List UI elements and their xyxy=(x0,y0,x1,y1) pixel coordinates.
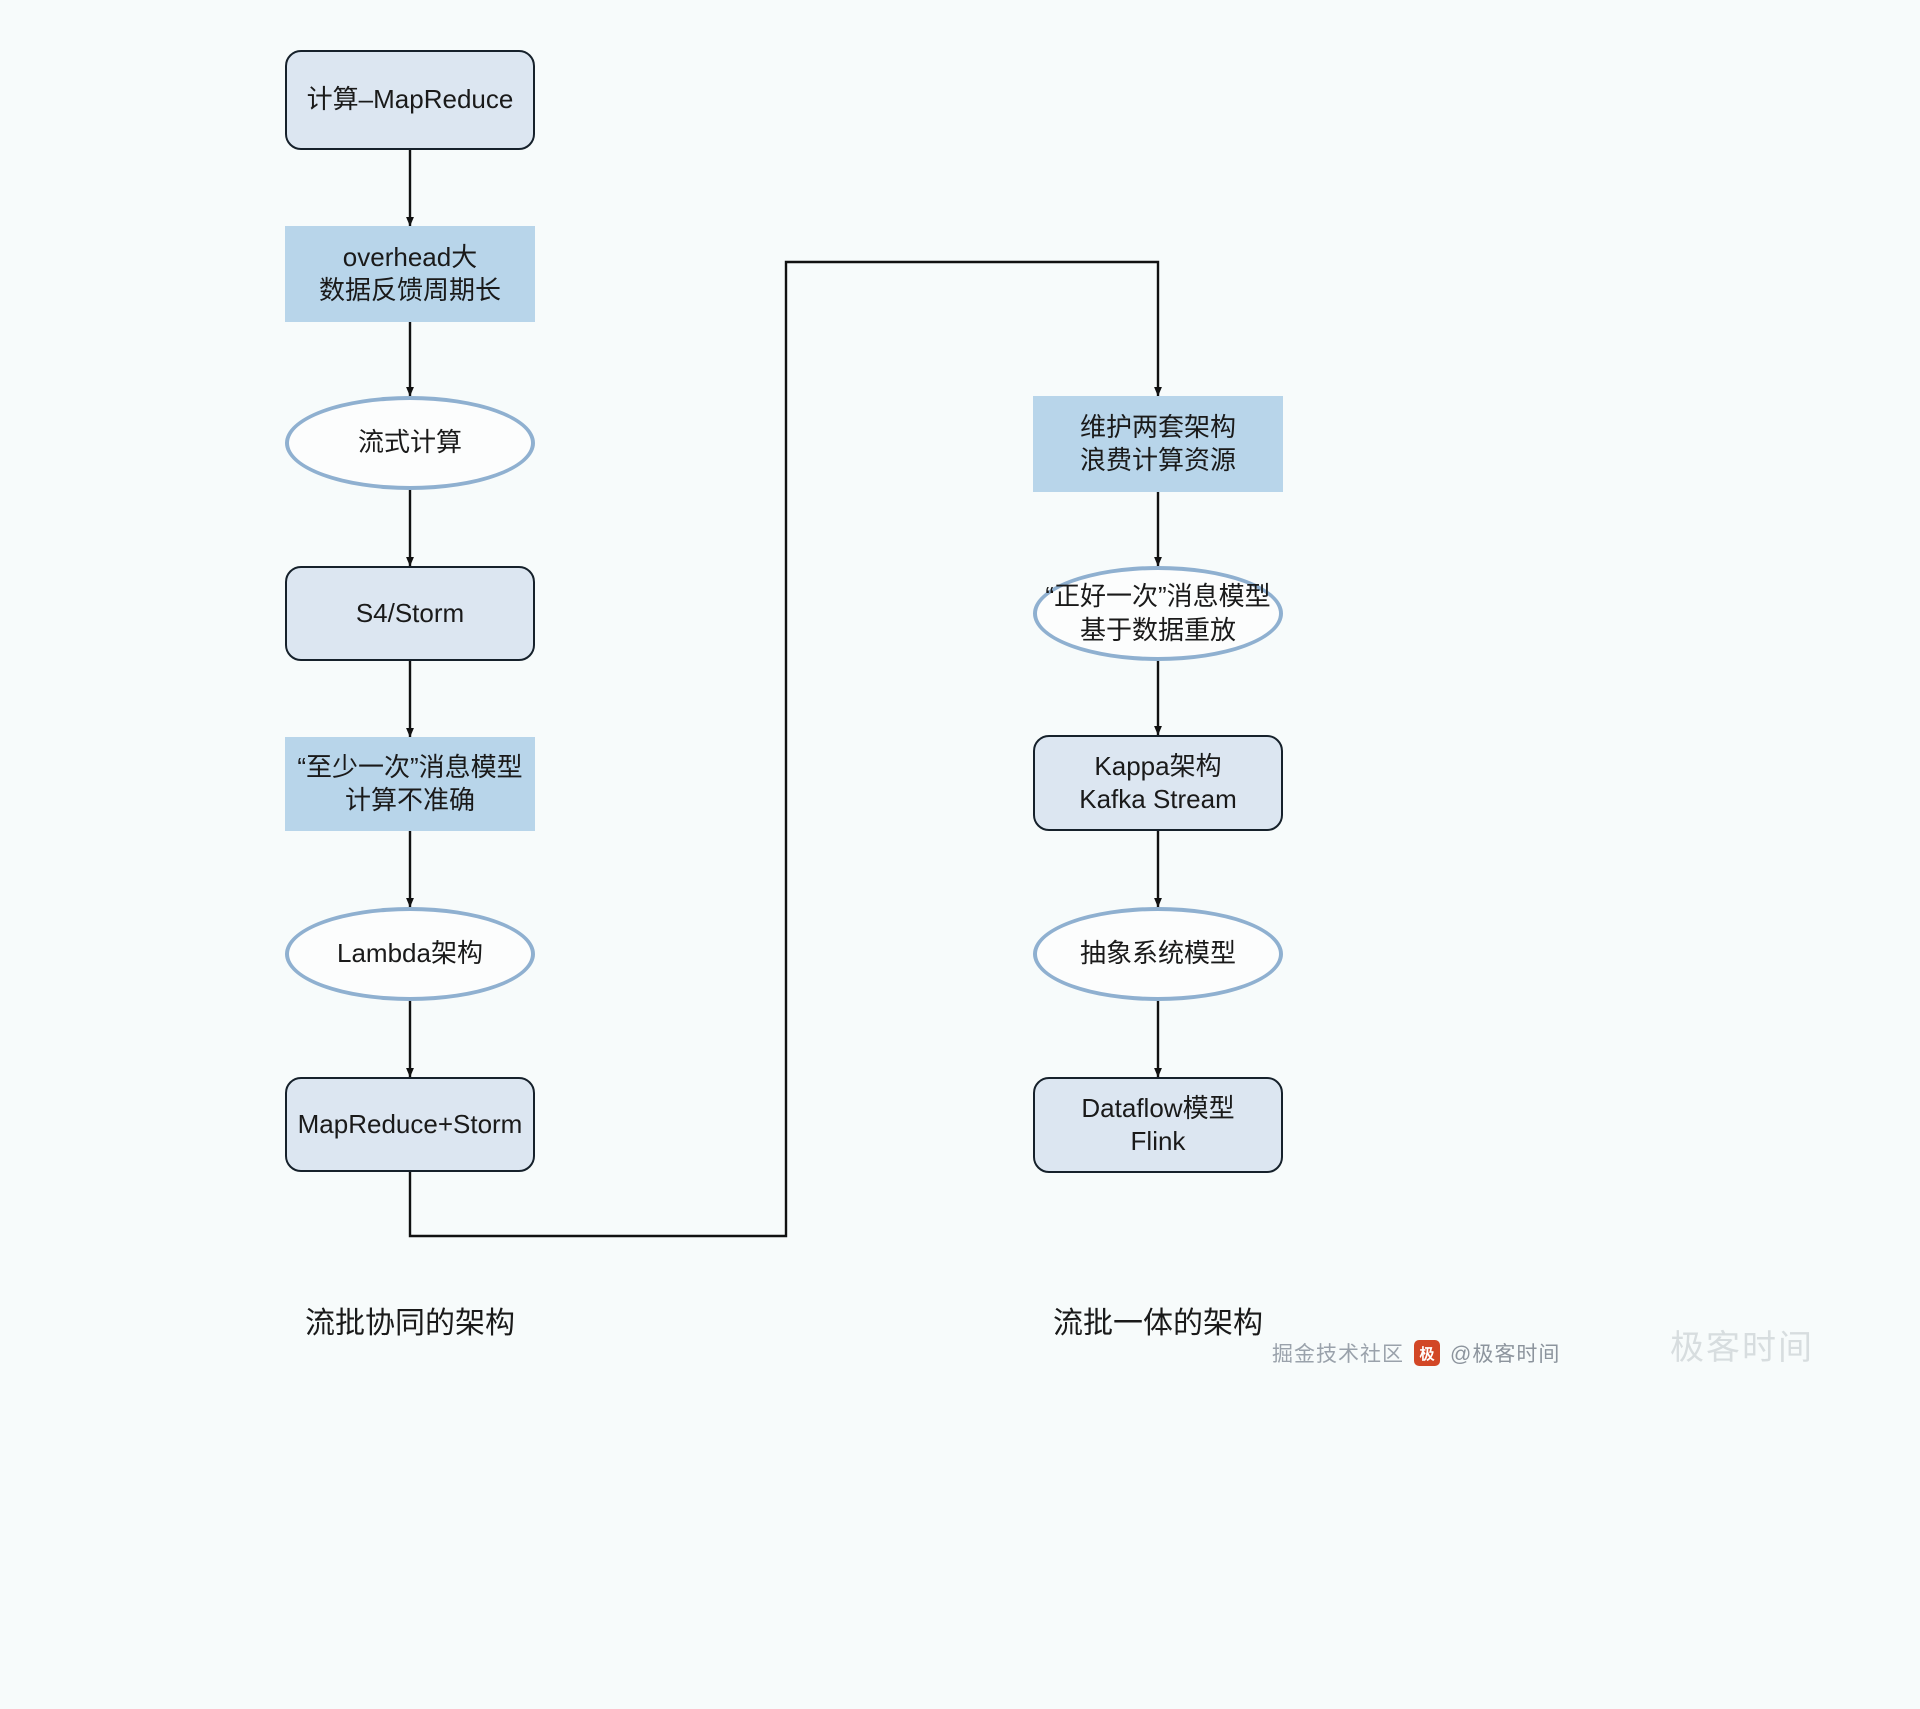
caption-left: 流批协同的架构 xyxy=(305,1307,515,1340)
node-overhead[interactable]: overhead大 数据反馈周期长 xyxy=(285,226,535,322)
node-exactly-once[interactable]: “正好一次”消息模型 基于数据重放 xyxy=(1033,566,1283,661)
watermark-site-label: 掘金技术社区 xyxy=(1272,1343,1404,1366)
node-stream-compute[interactable]: 流式计算 xyxy=(285,396,535,490)
watermark-ghost-text: 极客时间 xyxy=(1670,1329,1814,1367)
watermark-author-label: @极客时间 xyxy=(1450,1343,1561,1366)
node-lambda[interactable]: Lambda架构 xyxy=(285,907,535,1001)
node-dataflow-flink[interactable]: Dataflow模型 Flink xyxy=(1033,1077,1283,1173)
node-abstract-model[interactable]: 抽象系统模型 xyxy=(1033,907,1283,1001)
node-two-architectures[interactable]: 维护两套架构 浪费计算资源 xyxy=(1033,396,1283,492)
node-calc-mapreduce[interactable]: 计算–MapReduce xyxy=(285,50,535,150)
node-kappa[interactable]: Kappa架构 Kafka Stream xyxy=(1033,735,1283,831)
watermark-badge-icon: 极 xyxy=(1414,1340,1440,1366)
node-mapreduce-storm[interactable]: MapReduce+Storm xyxy=(285,1077,535,1172)
node-at-least-once[interactable]: “至少一次”消息模型 计算不准确 xyxy=(285,737,535,831)
watermark: 掘金技术社区 极 @极客时间 xyxy=(1272,1338,1560,1368)
caption-right: 流批一体的架构 xyxy=(1053,1307,1263,1340)
node-s4-storm[interactable]: S4/Storm xyxy=(285,566,535,661)
